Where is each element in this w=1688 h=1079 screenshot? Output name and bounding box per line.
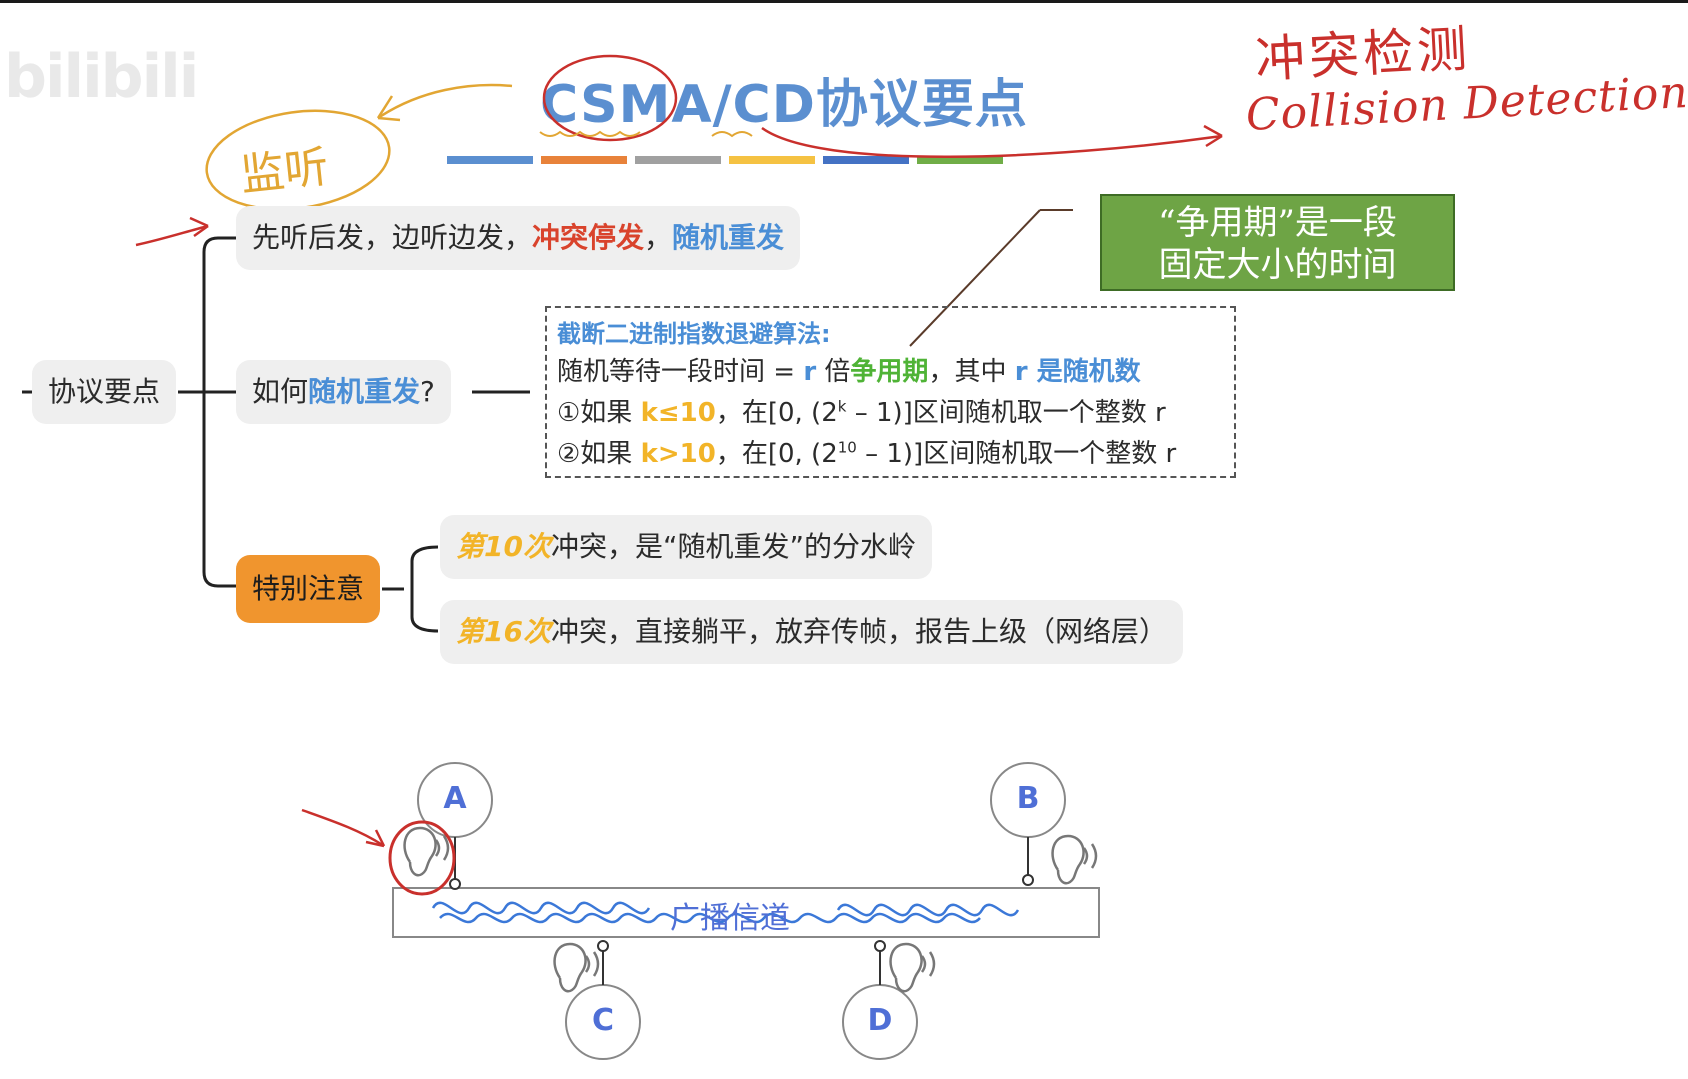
branch1-arrowhead [189,216,209,238]
note-line-2: 固定大小的时间 [1158,245,1397,285]
contention-period-note: “争用期”是一段 固定大小的时间 [1100,194,1455,291]
color-bar-5 [823,156,909,164]
node-d-tap [874,940,886,952]
title-color-bars [447,156,1003,164]
algo-l3-cond: k>10 [640,439,716,469]
notice-item-10th-em: 第10次 [456,530,551,563]
branch1-text-3: ， [644,221,673,254]
branch1-collision-stop: 冲突停发 [532,221,645,254]
algo-l2-a: ①如果 [557,398,641,428]
algorithm-line-1: 随机等待一段时间 = r 倍争用期，其中 r 是随机数 [557,352,1224,393]
branch2-text-3: ? [420,375,435,408]
ear-icon-b [1051,834,1098,885]
trunk-connector [202,236,219,588]
notice-item-10th-text: 冲突，是“随机重发”的分水岭 [550,530,916,563]
csma-circle-stroke [542,54,678,142]
algo-l1-b: 倍 [816,357,851,387]
algo-l2-exp: k [837,397,847,416]
listen-arrowhead [376,95,401,122]
notice-item-10th: 第10次冲突，是“随机重发”的分水岭 [440,515,932,579]
backoff-algorithm-box: 截断二进制指数退避算法: 随机等待一段时间 = r 倍争用期，其中 r 是随机数… [545,306,1236,478]
title-squiggle-2 [711,131,753,138]
algo-l3-c: – 1)]区间随机取一个整数 r [856,439,1177,469]
ear-icon-c [553,942,600,993]
node-b-tap [1022,874,1034,886]
algo-l3-b: ，在[0, (2 [715,439,838,469]
note-leader-line [909,209,1041,347]
algo-l1-contention-period: 争用期 [850,357,929,387]
mindmap-branch-how: 如何随机重发? [236,360,451,424]
algo-l2-cond: k≤10 [640,398,716,428]
notice-item-16th-text: 冲突，直接躺平，放弃传帧，报告上级（网络层） [550,615,1167,648]
branch2-text-1: 如何 [252,375,309,408]
listen-arrow-stroke [377,83,513,120]
algorithm-line-3: ②如果 k>10，在[0, (210 – 1)]区间随机取一个整数 r [557,434,1224,475]
branch3-fork [382,545,439,633]
algo-l3-a: ②如果 [557,439,641,469]
algo-l1-c: ，其中 [928,357,1015,387]
notice-item-16th-em: 第16次 [456,615,551,648]
algorithm-line-2: ①如果 k≤10，在[0, (2k – 1)]区间随机取一个整数 r [557,393,1224,434]
notice-item-16th: 第16次冲突，直接躺平，放弃传帧，报告上级（网络层） [440,600,1183,664]
color-bar-1 [447,156,533,164]
algo-l2-b: ，在[0, (2 [715,398,838,428]
algo-l3-exp: 10 [837,438,857,457]
mindmap-root: 协议要点 [32,360,177,424]
mindmap-branch-notice: 特别注意 [236,555,381,623]
node-b-label: B [1016,781,1040,816]
algo-l1-r: r [803,357,817,387]
ear-icon-a [403,826,450,877]
cd-arrow-stroke [761,126,1223,158]
color-bar-2 [541,156,627,164]
top-border [0,0,1688,3]
branch1-text-1: 先听后发，边听边发， [252,221,533,254]
color-bar-4 [729,156,815,164]
mindmap-branch-listen: 先听后发，边听边发，冲突停发，随机重发 [236,206,801,270]
branch1-arrow-stroke [135,224,209,247]
ear-a-arrow-stroke [301,808,385,848]
node-c-tap [597,940,609,952]
ear-a-circle-stroke [388,820,456,896]
note-line-1: “争用期”是一段 [1158,203,1397,243]
broadcast-channel-label: 广播信道 [670,901,790,936]
node-a-tap [449,878,461,890]
ear-a-arrowhead [365,829,386,848]
branch2-random-resend: 随机重发 [308,375,421,408]
listen-ellipse-stroke [205,109,391,211]
color-bar-3 [635,156,721,164]
title-squiggle-1 [539,130,641,137]
node-a-label: A [443,781,467,816]
cd-arrowhead [1203,124,1223,148]
node-c-label: C [591,1003,615,1038]
bilibili-watermark: bilibili [4,42,199,112]
node-d-label: D [867,1003,893,1038]
algo-l2-c: – 1)]区间随机取一个整数 r [846,398,1166,428]
algo-l1-a: 随机等待一段时间 = [557,357,804,387]
channel-scribble [431,901,1020,924]
color-bar-6 [917,156,1003,164]
algorithm-header: 截断二进制指数退避算法: [557,320,831,348]
branch1-random-resend: 随机重发 [672,221,785,254]
algo-l1-r-random: r 是随机数 [1014,357,1141,387]
slide-title: CSMA/CD协议要点 [540,75,1028,135]
ear-icon-d [889,942,936,993]
